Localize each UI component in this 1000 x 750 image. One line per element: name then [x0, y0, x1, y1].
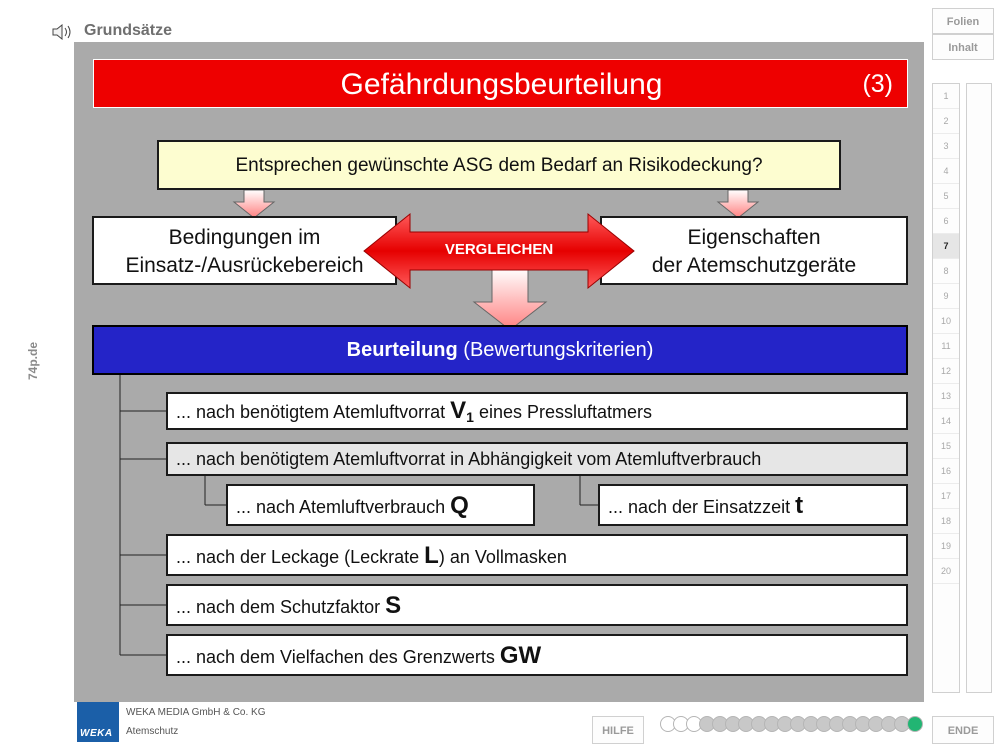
slide-number-8[interactable]: 8 — [933, 259, 959, 284]
inhalt-button[interactable]: Inhalt — [932, 34, 994, 60]
slide-number-13[interactable]: 13 — [933, 384, 959, 409]
slide-title: Gefährdungsbeurteilung — [340, 68, 663, 101]
assessment-rest: (Bewertungskriterien) — [457, 339, 654, 361]
assessment-bold: Beurteilung — [346, 339, 458, 361]
criterion-air-supply-consumption: ... nach benötigtem Atemluftvorrat in Ab… — [166, 442, 908, 476]
question-box: Entsprechen gewünschte ASG dem Bedarf an… — [157, 140, 841, 190]
criterion-text: ... nach dem Schutzfaktor — [176, 597, 386, 617]
assessment-bar: Beurteilung (Bewertungskriterien) — [92, 325, 908, 375]
criterion-symbol: GW — [499, 642, 542, 669]
slide-number-1[interactable]: 1 — [933, 84, 959, 109]
slide-number-10[interactable]: 10 — [933, 309, 959, 334]
criterion-symbol: S — [385, 592, 402, 619]
slide-number-17[interactable]: 17 — [933, 484, 959, 509]
criterion-text: ... nach der Leckage (Leckrate — [176, 547, 425, 567]
criterion-subscript: 1 — [466, 409, 474, 425]
properties-line-2: der Atemschutzgeräte — [651, 254, 857, 277]
criterion-symbol: t — [795, 492, 804, 519]
product-name: Atemschutz — [126, 726, 179, 737]
slide-number-14[interactable]: 14 — [933, 409, 959, 434]
progress-dot — [907, 716, 923, 732]
criterion-text: ... nach der Einsatzzeit — [608, 497, 796, 517]
side-scroll-strip — [966, 83, 992, 693]
criterion-text: ... nach dem Vielfachen des Grenzwerts — [176, 647, 500, 667]
criterion-duration: ... nach der Einsatzzeit t — [598, 484, 908, 526]
arrow-down-icon — [232, 190, 276, 219]
properties-line-1: Eigenschaften — [687, 226, 821, 249]
criterion-text: eines Pressluftatmers — [473, 402, 653, 422]
folien-button[interactable]: Folien — [932, 8, 994, 34]
arrow-down-large-icon — [472, 268, 548, 331]
conditions-line-2: Einsatz-/Ausrückebereich — [125, 254, 364, 277]
slide-number-12[interactable]: 12 — [933, 359, 959, 384]
double-arrow-icon — [363, 212, 635, 290]
title-bar: Gefährdungsbeurteilung (3) — [93, 59, 908, 108]
conditions-line-1: Bedingungen im — [168, 226, 321, 249]
slide-number-9[interactable]: 9 — [933, 284, 959, 309]
criterion-consumption: ... nach Atemluftverbrauch Q — [226, 484, 535, 526]
slide-number-19[interactable]: 19 — [933, 534, 959, 559]
criterion-symbol: L — [424, 542, 439, 569]
slide-number-4[interactable]: 4 — [933, 159, 959, 184]
slide-number-16[interactable]: 16 — [933, 459, 959, 484]
slide-number-5[interactable]: 5 — [933, 184, 959, 209]
side-watermark: 74p.de — [26, 341, 40, 380]
slide-number-2[interactable]: 2 — [933, 109, 959, 134]
criterion-limit-multiple: ... nach dem Vielfachen des Grenzwerts G… — [166, 634, 908, 676]
criterion-protection-factor: ... nach dem Schutzfaktor S — [166, 584, 908, 626]
slide-page-label: (3) — [862, 70, 893, 98]
criterion-text: ... nach Atemluftverbrauch — [236, 497, 451, 517]
slide-number-18[interactable]: 18 — [933, 509, 959, 534]
slide-number-6[interactable]: 6 — [933, 209, 959, 234]
properties-box: Eigenschaften der Atemschutzgeräte — [600, 216, 908, 285]
slide-number-15[interactable]: 15 — [933, 434, 959, 459]
ende-button[interactable]: ENDE — [932, 716, 994, 744]
criterion-text: ... nach benötigtem Atemluftvorrat in Ab… — [176, 449, 762, 469]
slide-number-7[interactable]: 7 — [933, 234, 959, 259]
speaker-icon[interactable] — [52, 24, 74, 40]
criterion-air-supply: ... nach benötigtem Atemluftvorrat V1 ei… — [166, 392, 908, 430]
weka-logo-text: WEKA — [80, 728, 113, 739]
criterion-leakage: ... nach der Leckage (Leckrate L) an Vol… — [166, 534, 908, 576]
hilfe-button[interactable]: HILFE — [592, 716, 644, 744]
arrow-down-icon — [716, 190, 760, 219]
criterion-symbol: V — [450, 397, 467, 424]
conditions-box: Bedingungen im Einsatz-/Ausrückebereich — [92, 216, 397, 285]
progress-dots — [660, 716, 930, 734]
criterion-symbol: Q — [450, 492, 469, 519]
criterion-text: ... nach benötigtem Atemluftvorrat — [176, 402, 451, 422]
slide-number-11[interactable]: 11 — [933, 334, 959, 359]
slide-number-3[interactable]: 3 — [933, 134, 959, 159]
compare-label: VERGLEICHEN — [444, 241, 554, 258]
company-name: WEKA MEDIA GmbH & Co. KG — [126, 707, 266, 718]
weka-logo: WEKA — [77, 702, 119, 742]
criterion-text: ) an Vollmasken — [438, 547, 567, 567]
section-title: Grundsätze — [84, 22, 173, 39]
slide-number-20[interactable]: 20 — [933, 559, 959, 584]
